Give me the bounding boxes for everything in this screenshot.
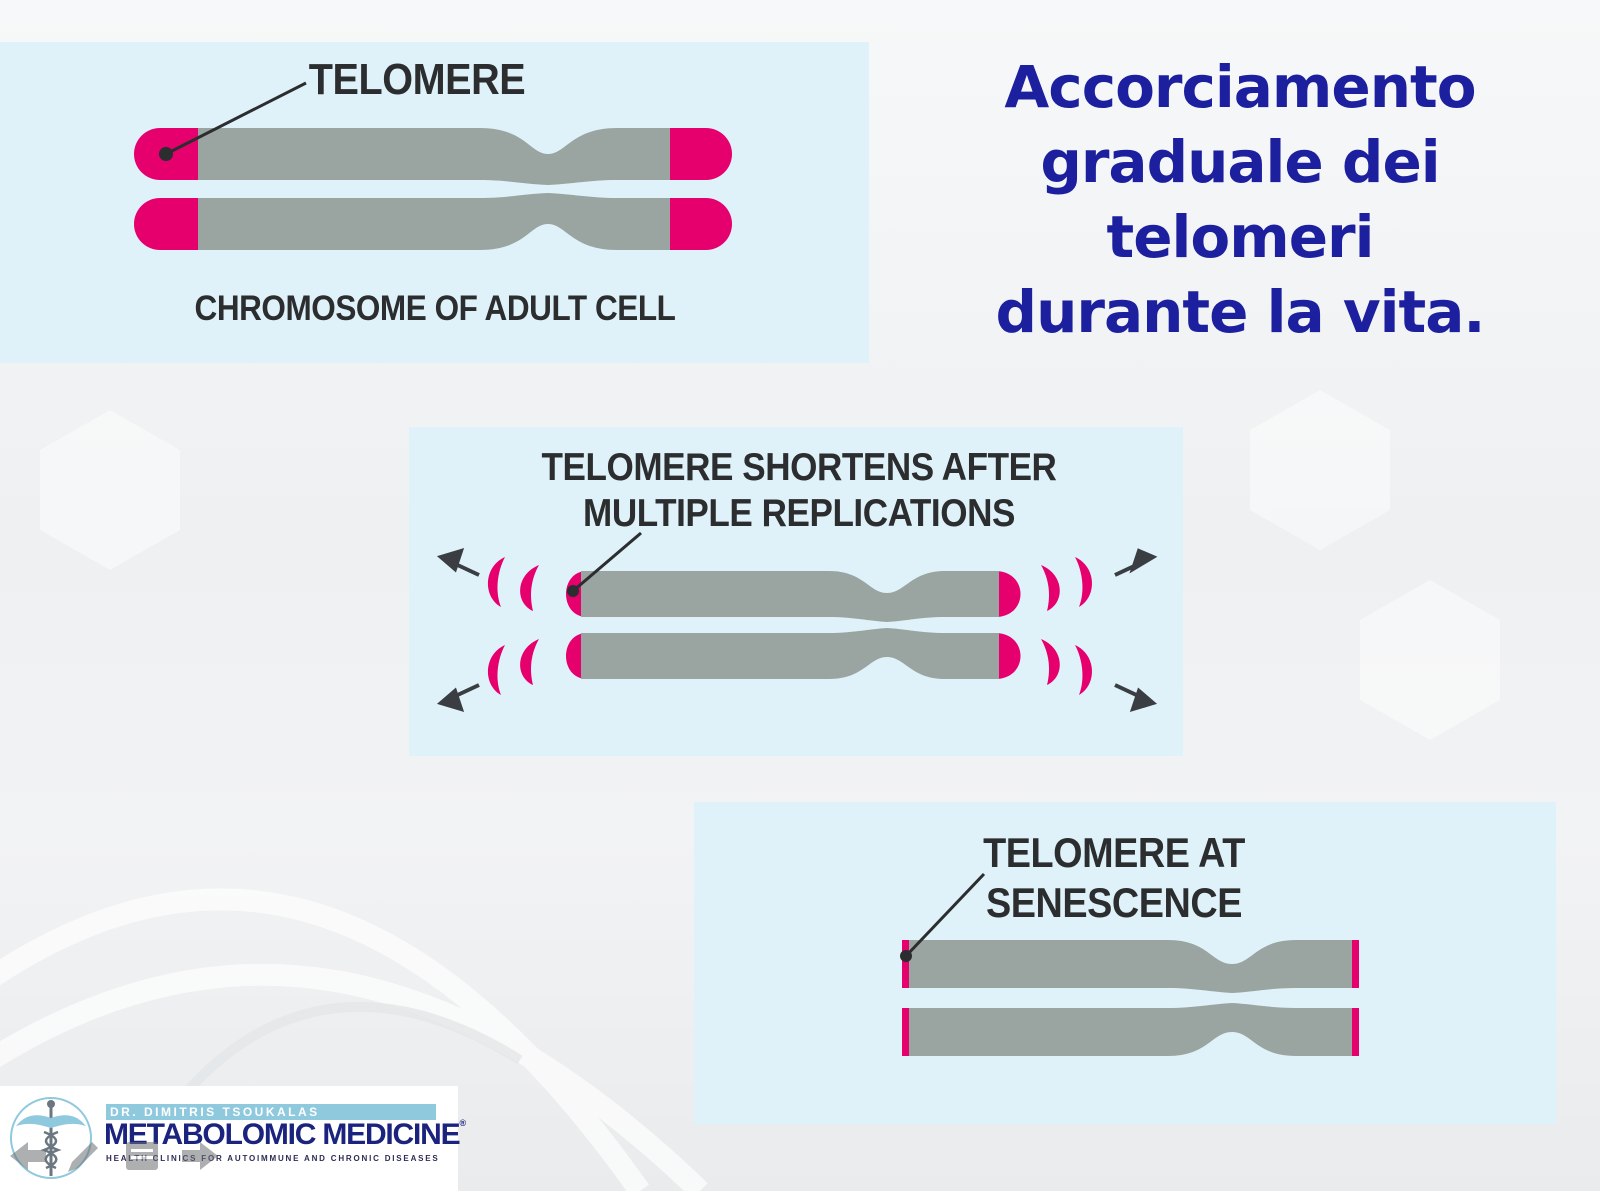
arrow-left-icon[interactable] [8, 1138, 48, 1174]
telomere-pointer-dot [159, 147, 173, 161]
arrow-right-icon[interactable] [180, 1138, 220, 1174]
slide-title-line1: Accorciamento [1004, 53, 1476, 121]
arrowhead [436, 687, 465, 713]
senescence-caption-line1: TELOMERE AT [983, 829, 1245, 876]
logo-doctor-name: DR. DIMITRIS TSOUKALAS [106, 1104, 436, 1120]
senescence-caption: TELOMERE AT SENESCENCE [961, 828, 1267, 927]
shortening-caption-line2: MULTIPLE REPLICATIONS [583, 492, 1015, 536]
telomere-fragment [1041, 565, 1060, 611]
chromosome-body [581, 571, 999, 622]
menu-icon[interactable] [122, 1138, 162, 1174]
pencil-icon[interactable] [62, 1138, 102, 1178]
telomere-fragment [520, 639, 539, 685]
clinic-logo: DR. DIMITRIS TSOUKALAS METABOLOMIC MEDIC… [0, 1086, 466, 1191]
logo-tagline: HEALTH CLINICS FOR AUTOIMMUNE AND CHRONI… [106, 1154, 440, 1163]
arrowhead [436, 547, 465, 573]
arrowhead [1129, 548, 1158, 574]
telomere-pointer-line [572, 531, 642, 593]
telomere-cap [995, 633, 1021, 679]
chromosome-body [581, 628, 999, 679]
logo-brand-text: METABOLOMIC MEDICINE [104, 1118, 461, 1151]
telomere-shortening-panel: TELOMERE SHORTENS AFTER MULTIPLE REPLICA… [409, 427, 1183, 756]
chromosome-body [198, 193, 670, 250]
telomere-label: TELOMERE [308, 55, 526, 104]
telomere-fragment [487, 557, 505, 607]
telomere-pointer-dot [900, 950, 912, 962]
telomere-fragment [1075, 645, 1093, 695]
telomere-fragment [520, 565, 539, 611]
senescence-chromosome-illustration [900, 872, 1359, 1056]
slide-title-line3: durante la vita. [995, 278, 1486, 346]
adult-chromosome-panel: TELOMERE CHROMOSOME OF ADULT CELL [0, 42, 869, 363]
shortening-caption-line1: TELOMERE SHORTENS AFTER [541, 446, 1057, 489]
telomere-fragment [1041, 639, 1060, 685]
telomere-pointer-line [904, 872, 986, 958]
registered-mark: ® [459, 1118, 466, 1128]
chromosome-body [908, 940, 1354, 993]
outward-arrows [436, 547, 1158, 713]
chromosome-body [908, 1003, 1354, 1056]
telomere-fragment [1075, 557, 1093, 607]
senescence-caption-line2: SENESCENCE [986, 878, 1242, 926]
shortening-chromosome-illustration [436, 531, 1158, 713]
telomere-pointer-dot [567, 585, 579, 597]
telomere-cap [995, 571, 1021, 617]
logo-brand-name: METABOLOMIC MEDICINE® [104, 1118, 466, 1152]
telomere-cap [1352, 1008, 1359, 1056]
arrowhead [1129, 687, 1158, 713]
telomere-senescence-panel: TELOMERE AT SENESCENCE [694, 802, 1556, 1124]
shortening-caption: TELOMERE SHORTENS AFTER MULTIPLE REPLICA… [511, 445, 1087, 537]
telomere-cap [1352, 940, 1359, 988]
telomere-cap [902, 940, 909, 988]
adult-chromosome-caption: CHROMOSOME OF ADULT CELL [194, 289, 676, 328]
adult-chromosome-illustration [134, 81, 732, 250]
slide-title-line2: graduale dei telomeri [1040, 128, 1440, 271]
slide-title: Accorciamento graduale dei telomeri dura… [910, 50, 1570, 350]
telomere-pointer-line [165, 81, 307, 156]
telomere-cap [902, 1008, 909, 1056]
chromosome-body [198, 128, 670, 185]
telomere-fragment [487, 645, 505, 695]
